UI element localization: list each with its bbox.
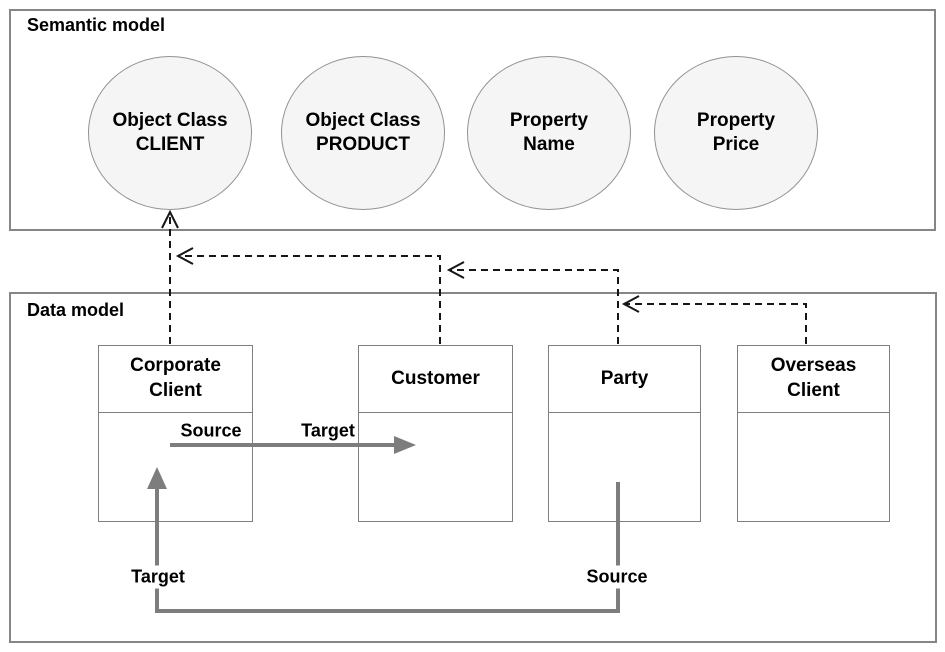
semantic-node-label: Object Class CLIENT bbox=[112, 110, 228, 155]
semantic-node-object-class-product: Object Class PRODUCT bbox=[281, 56, 445, 210]
entity-body bbox=[359, 413, 512, 522]
entity-customer: Customer bbox=[358, 345, 513, 522]
label-source-bottom: Source bbox=[581, 565, 653, 589]
semantic-node-label: Object Class PRODUCT bbox=[305, 110, 421, 155]
entity-body bbox=[549, 413, 700, 522]
semantic-node-label: Property Name bbox=[509, 110, 589, 155]
semantic-node-property-name: Property Name bbox=[467, 56, 631, 210]
entity-overseas-client: Overseas Client bbox=[737, 345, 890, 522]
data-model-title: Data model bbox=[27, 300, 125, 320]
entity-title: Customer bbox=[359, 346, 512, 413]
entity-title: Overseas Client bbox=[738, 346, 889, 413]
label-source-top: Source bbox=[180, 420, 242, 441]
semantic-model-title: Semantic model bbox=[27, 15, 166, 35]
semantic-node-object-class-client: Object Class CLIENT bbox=[88, 56, 252, 210]
entity-title: Party bbox=[549, 346, 700, 413]
semantic-node-label: Property Price bbox=[696, 110, 776, 155]
label-target-bottom: Target bbox=[126, 565, 190, 589]
entity-title: Corporate Client bbox=[99, 346, 252, 413]
label-target-top: Target bbox=[301, 420, 355, 441]
semantic-node-property-price: Property Price bbox=[654, 56, 818, 210]
entity-party: Party bbox=[548, 345, 701, 522]
entity-body bbox=[738, 413, 889, 522]
